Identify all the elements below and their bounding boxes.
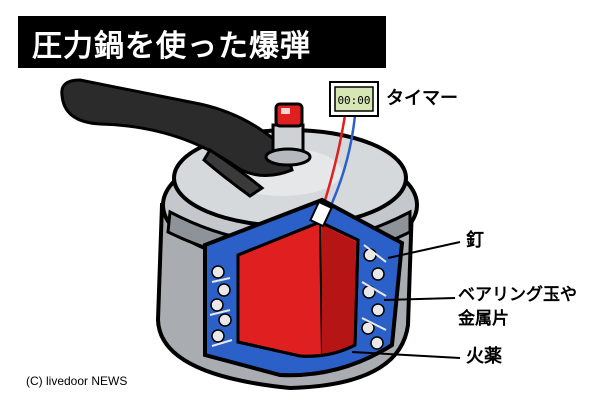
label-nails: 釘 [466,230,484,251]
label-bearings-line1: ベアリング玉や [458,285,577,305]
timer-device: 00:00 [329,81,379,117]
title-bar: 圧力鍋を使った爆弾 [18,16,386,68]
label-powder: 火薬 [466,346,502,367]
label-bearings-line2: 金属片 [458,309,509,329]
shrapnel-right [361,244,387,350]
credit-text: (C) livedoor NEWS [26,374,128,388]
pressure-valve [264,102,312,167]
pot-handle [60,78,294,198]
label-timer: タイマー [386,88,458,109]
timer-display: 00:00 [337,94,370,107]
page-title: 圧力鍋を使った爆弾 [32,29,311,64]
shrapnel-left [209,265,233,347]
leader-lines [351,241,461,359]
cutaway-section [203,197,405,378]
